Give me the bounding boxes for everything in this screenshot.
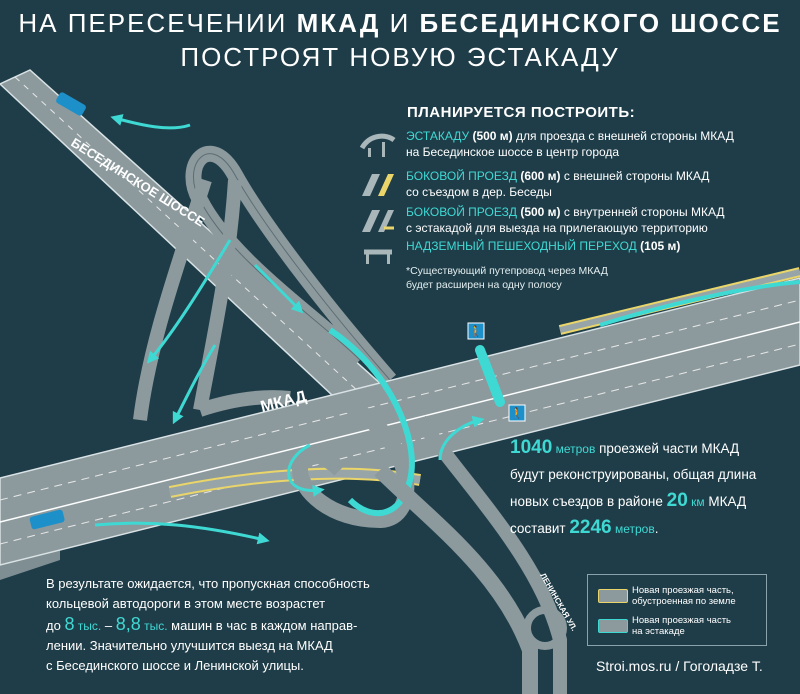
plan-item-overpass: ЭСТАКАДУ (500 м) для проезда с внешней с… — [360, 128, 800, 168]
overpass-icon — [360, 133, 396, 157]
pedestrian-bridge-icon — [364, 249, 392, 264]
page-title: НА ПЕРЕСЕЧЕНИИ МКАД И БЕСЕДИНСКОГО ШОССЕ — [18, 8, 782, 38]
car-icon — [29, 92, 86, 530]
stats-block: 1040 метров проезжей части МКАД будут ре… — [510, 437, 757, 538]
side-road-icon — [362, 174, 394, 196]
plan-heading: ПЛАНИРУЕТСЯ ПОСТРОИТЬ: — [407, 104, 636, 121]
legend-swatch-ground — [598, 589, 628, 603]
svg-text:🚶: 🚶 — [510, 407, 524, 420]
plan-item-side-road-outer: БОКОВОЙ ПРОЕЗД (600 м) с внешней стороны… — [360, 168, 800, 208]
svg-text:🚶: 🚶 — [469, 325, 483, 338]
legend-item-ground: Новая проезжая часть,обустроенная по зем… — [598, 585, 766, 609]
plan-item-side-road-inner: БОКОВОЙ ПРОЕЗД (500 м) с внутренней стор… — [360, 204, 800, 244]
result-text: В результате ожидается, что пропускная с… — [46, 576, 370, 673]
plan-item-pedestrian-bridge: НАДЗЕМНЫЙ ПЕШЕХОДНЫЙ ПЕРЕХОД (105 м) — [360, 238, 800, 278]
new-overpass — [328, 280, 800, 517]
legend: Новая проезжая часть,обустроенная по зем… — [587, 574, 767, 646]
pedestrian-bridge: 🚶 🚶 — [467, 322, 526, 422]
legend-swatch-elevated — [598, 619, 628, 633]
side-road-overpass-icon — [362, 210, 394, 232]
page-subtitle: ПОСТРОЯТ НОВУЮ ЭСТАКАДУ — [180, 42, 620, 72]
triangle-ramps — [133, 177, 291, 421]
credit: Stroi.mos.ru / Гоголадзе Т. — [596, 658, 763, 674]
traffic-arrows — [94, 114, 485, 545]
south-loop-ramp — [291, 392, 415, 529]
